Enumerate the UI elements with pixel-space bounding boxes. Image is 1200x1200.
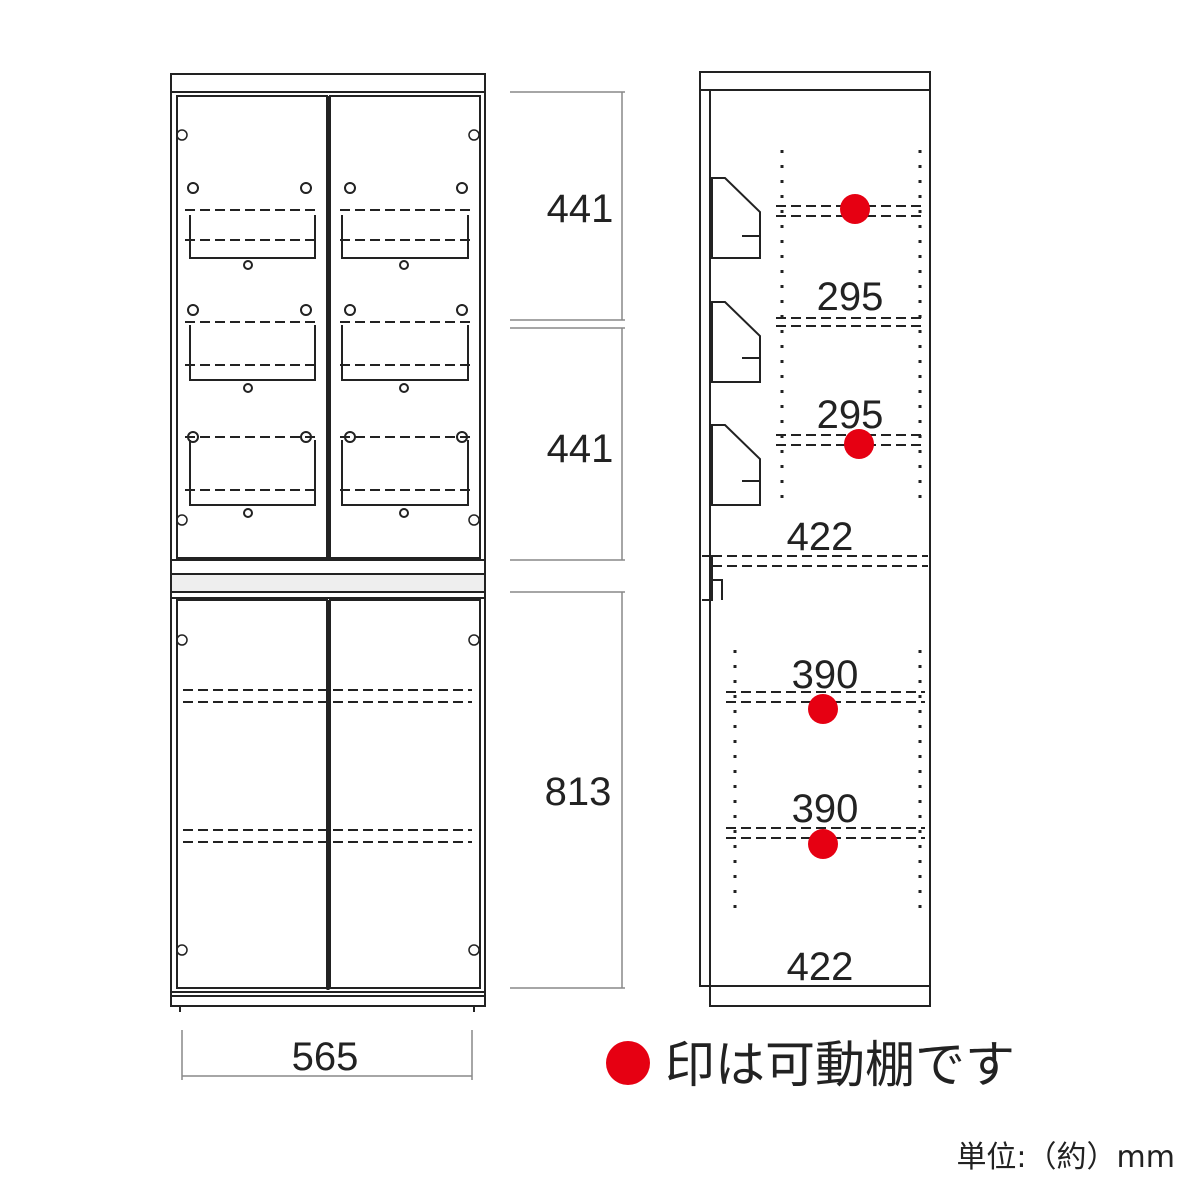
lower-right-door (329, 599, 481, 989)
side-middle-divider (712, 555, 928, 567)
side-upper-shelves (776, 205, 925, 446)
cabinet-body (170, 91, 486, 997)
unit-label: 単位:（約）mm (956, 1140, 1175, 1175)
movable-shelf-marker (808, 694, 838, 724)
lower-shelf-spacing-2-label: 390 (792, 787, 859, 831)
side-base (709, 985, 931, 1007)
movable-shelf-markers (808, 194, 874, 859)
movable-shelf-marker (840, 194, 870, 224)
movable-shelf-marker (844, 429, 874, 459)
side-top-board (699, 71, 931, 91)
lower-left-door (176, 599, 328, 989)
upper-depth-label: 422 (787, 515, 854, 559)
upper-left-door (176, 95, 328, 559)
upper-bottom-height-label: 441 (547, 427, 614, 471)
upper-top-height-label: 441 (547, 187, 614, 231)
upper-right-door (329, 95, 481, 559)
legend: 印は可動棚です (606, 1036, 1015, 1094)
shoe-rack-brackets (711, 177, 761, 506)
movable-shelf-marker (808, 829, 838, 859)
red-dot-icon (606, 1041, 650, 1085)
middle-rail (170, 559, 486, 575)
drawer-handle (702, 555, 723, 601)
lower-depth-label: 422 (787, 945, 854, 989)
front-dimension-lines (181, 91, 625, 1080)
lower-shelves (183, 689, 472, 843)
shelf-spacing-2-label: 295 (817, 393, 884, 437)
base-board (170, 991, 486, 1007)
middle-drawer (170, 573, 486, 593)
hinges (176, 129, 480, 956)
upper-shelf-racks (185, 182, 472, 518)
shelf-spacing-1-label: 295 (817, 275, 884, 319)
legend-text: 印は可動棚です (665, 1036, 1015, 1094)
top-board (170, 73, 486, 93)
upper-shelf-pin-holes (733, 150, 922, 920)
front-view (170, 73, 486, 1012)
width-label: 565 (292, 1035, 359, 1079)
lower-shelf-spacing-1-label: 390 (792, 653, 859, 697)
lower-height-label: 813 (545, 770, 612, 814)
side-view (699, 71, 931, 1007)
